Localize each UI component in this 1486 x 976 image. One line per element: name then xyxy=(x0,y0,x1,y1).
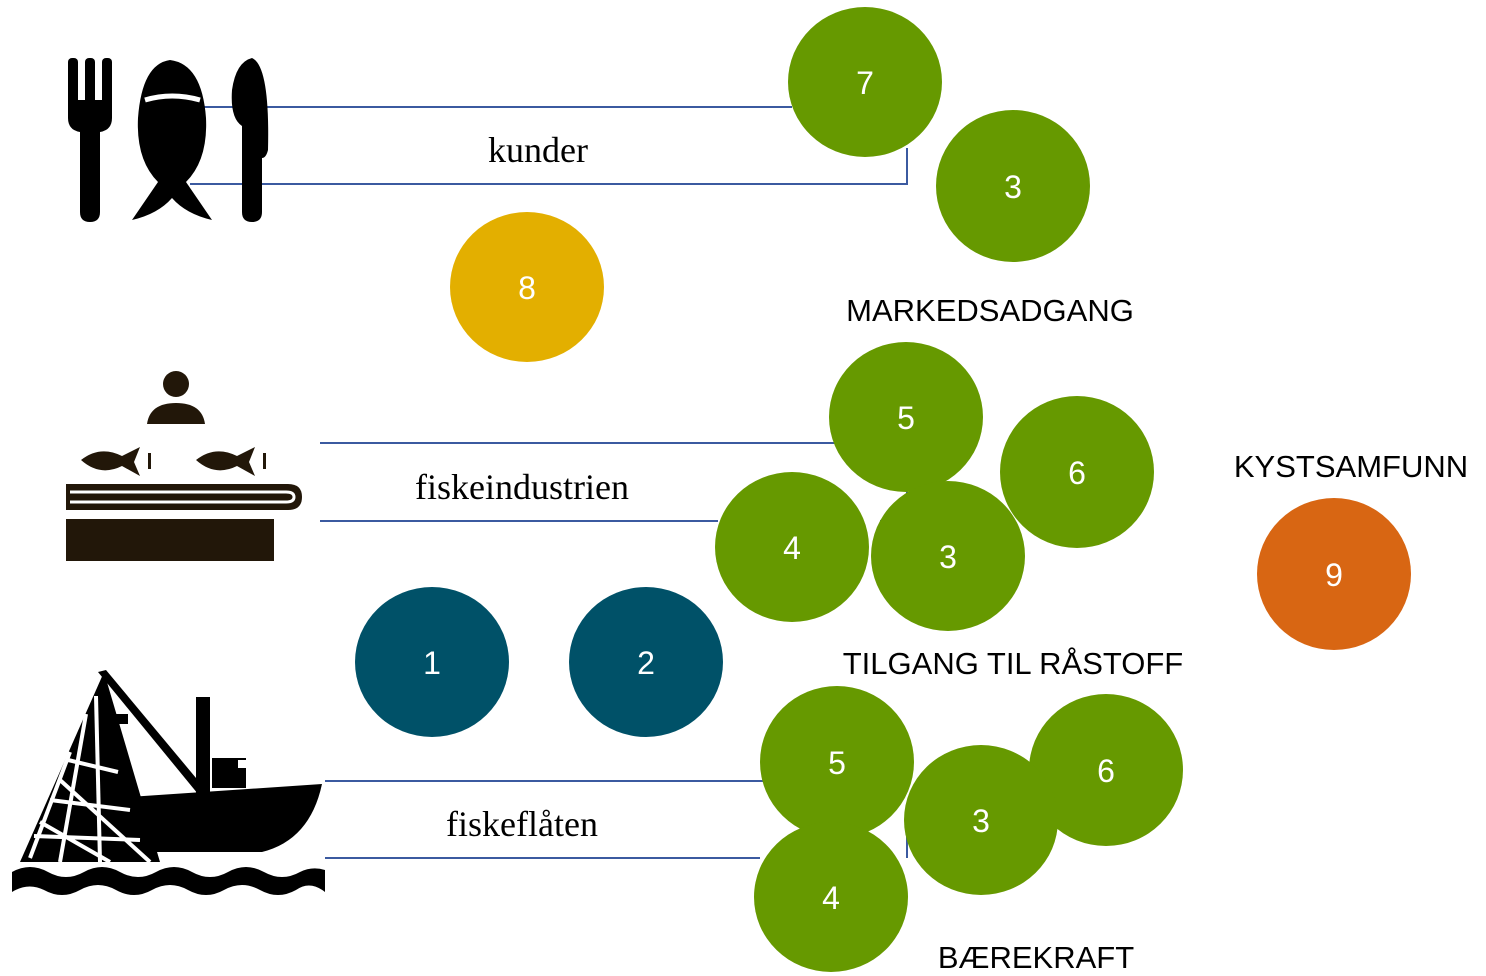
svg-text:8: 8 xyxy=(518,270,536,306)
fish-processing-worker-icon xyxy=(66,371,302,561)
circle-5-industry: 5 xyxy=(829,342,983,492)
raw-material-access-label: TILGANG TIL RÅSTOFF xyxy=(843,646,1184,681)
fishing-boat-with-net-icon xyxy=(12,670,325,895)
svg-text:3: 3 xyxy=(1004,169,1022,205)
svg-text:9: 9 xyxy=(1325,557,1343,593)
coastal-communities-label: KYSTSAMFUNN xyxy=(1234,449,1468,484)
sustainability-label: BÆREKRAFT xyxy=(938,940,1134,975)
circle-5-fleet: 5 xyxy=(760,686,914,838)
circle-4-industry: 4 xyxy=(715,472,869,622)
circle-1: 1 xyxy=(355,587,509,737)
circle-6-fleet: 6 xyxy=(1029,694,1183,846)
customers-label: kunder xyxy=(488,130,588,170)
customers-bracket xyxy=(190,106,908,185)
circle-3-industry: 3 xyxy=(871,481,1025,631)
svg-text:4: 4 xyxy=(783,530,801,566)
svg-text:6: 6 xyxy=(1068,455,1086,491)
circle-9: 9 xyxy=(1257,498,1411,650)
svg-text:5: 5 xyxy=(897,400,915,436)
svg-text:3: 3 xyxy=(939,539,957,575)
circle-2: 2 xyxy=(569,587,723,737)
circle-7: 7 xyxy=(788,7,942,157)
svg-text:5: 5 xyxy=(828,745,846,781)
svg-text:3: 3 xyxy=(972,803,990,839)
svg-text:4: 4 xyxy=(822,880,840,916)
circle-4-fleet: 4 xyxy=(754,822,908,972)
fleet-label: fiskeflåten xyxy=(446,804,598,844)
circle-8: 8 xyxy=(450,212,604,362)
svg-text:7: 7 xyxy=(856,65,874,101)
circle-6-industry: 6 xyxy=(1000,396,1154,548)
fish-with-fork-and-knife-icon xyxy=(68,58,269,222)
circle-3-fleet: 3 xyxy=(904,745,1058,895)
market-access-label: MARKEDSADGANG xyxy=(846,293,1134,328)
svg-text:2: 2 xyxy=(637,645,655,681)
circle-3-market: 3 xyxy=(936,110,1090,262)
industry-label: fiskeindustrien xyxy=(415,467,629,507)
svg-text:6: 6 xyxy=(1097,753,1115,789)
svg-text:1: 1 xyxy=(423,645,441,681)
